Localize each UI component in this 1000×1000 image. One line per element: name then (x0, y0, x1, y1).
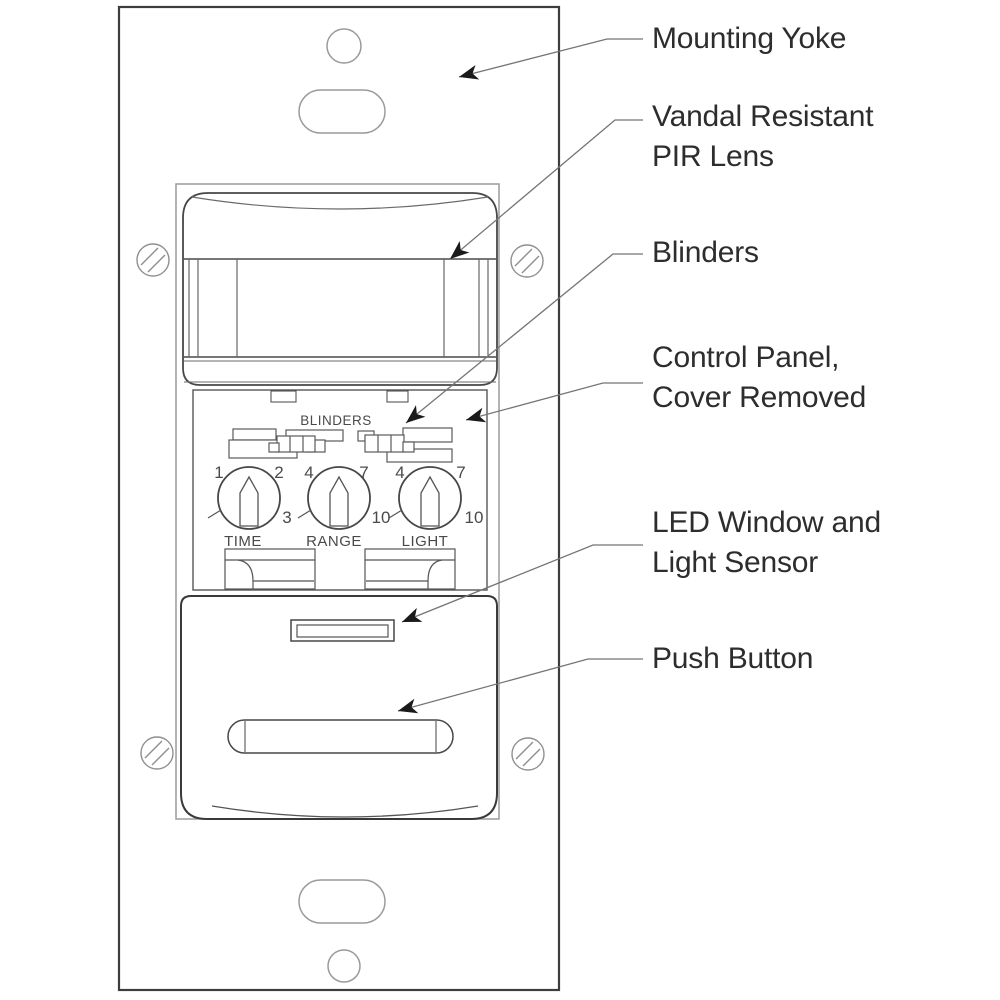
callout-line: Mounting Yoke (652, 22, 847, 55)
callout-line: LED Window and (652, 506, 881, 539)
leader-push-button (397, 658, 643, 712)
time-tick-2: 2 (274, 463, 283, 482)
screw-top-left-icon (136, 243, 170, 277)
blinders-slider-left[interactable] (228, 428, 344, 459)
callout-mounting-yoke: Mounting Yoke (652, 19, 846, 59)
callout-push-button: Push Button (652, 639, 813, 679)
connector-block-left (224, 548, 316, 590)
light-tick-1: 4 (395, 463, 404, 482)
leader-pir-lens (449, 119, 643, 260)
screw-top-right-icon (510, 244, 544, 278)
time-dial[interactable]: 1 2 3 TIME (207, 463, 292, 550)
blinders-label: BLINDERS (300, 413, 372, 428)
lens-housing-outline (182, 192, 498, 386)
mounting-screws (136, 243, 545, 771)
callout-line: Vandal Resistant (652, 100, 874, 133)
callout-line: Push Button (652, 642, 814, 675)
range-dial[interactable]: 4 7 10 RANGE (297, 463, 391, 550)
callout-line: Light Sensor (652, 546, 819, 579)
time-dial-tick (207, 509, 222, 519)
yoke-slot-bottom (298, 879, 386, 924)
light-sensor-window (296, 624, 389, 638)
light-dial-label: LIGHT (402, 533, 449, 550)
arrowhead-mounting-yoke-icon (459, 65, 480, 80)
callout-line: Cover Removed (652, 381, 867, 414)
callout-control-panel: Control Panel, Cover Removed (652, 338, 866, 418)
leader-mounting-yoke (458, 38, 643, 78)
panel-tab-right (386, 390, 409, 403)
time-tick-3: 3 (282, 508, 291, 527)
callout-line: PIR Lens (652, 140, 774, 173)
connector-block-right (364, 548, 456, 590)
arrowhead-blinders-icon (406, 405, 426, 423)
time-dial-label: TIME (224, 533, 262, 550)
leader-control-panel (465, 382, 643, 421)
bottom-cover (180, 595, 498, 820)
pir-lens (182, 192, 498, 386)
callout-line: Blinders (652, 236, 759, 269)
arrowhead-pir-lens-icon (450, 241, 470, 259)
callout-line: Control Panel, (652, 341, 840, 374)
callout-blinders: Blinders (652, 233, 759, 273)
leader-led-window (401, 544, 643, 623)
time-dial-pointer (239, 475, 259, 527)
yoke-slot-top (298, 89, 386, 134)
range-tick-1: 4 (304, 463, 313, 482)
leader-arrowheads (398, 65, 487, 714)
arrowhead-control-panel-icon (466, 407, 487, 423)
callout-pir-lens: Vandal Resistant PIR Lens (652, 97, 874, 177)
range-dial-pointer (329, 475, 349, 527)
leader-blinders (405, 253, 643, 424)
push-button[interactable] (227, 719, 454, 754)
yoke-screw-hole-bottom (327, 949, 361, 983)
arrowhead-led-window-icon (402, 607, 423, 622)
callout-led-window: LED Window and Light Sensor (652, 503, 881, 583)
light-dial-tick (388, 509, 403, 519)
blinders-slider-right[interactable] (357, 427, 453, 463)
screw-bottom-right-icon (511, 737, 545, 771)
time-tick-1: 1 (214, 463, 223, 482)
screw-bottom-left-icon (140, 736, 174, 770)
push-button-outline[interactable] (227, 719, 454, 754)
panel-tab-left (270, 390, 297, 403)
control-panel: BLINDERS 1 2 3 (192, 389, 488, 591)
light-dial-pointer (420, 475, 440, 527)
lens-top-curve (191, 196, 489, 210)
range-dial-label: RANGE (306, 533, 362, 550)
leader-lines (397, 38, 643, 712)
cover-bottom-curve (211, 805, 479, 818)
light-tick-2: 7 (456, 463, 465, 482)
range-dial-tick (297, 509, 312, 519)
range-tick-3: 10 (372, 508, 391, 527)
light-tick-3: 10 (465, 508, 484, 527)
yoke-screw-hole-top (326, 28, 362, 64)
light-dial[interactable]: 4 7 10 LIGHT (388, 463, 484, 550)
range-tick-2: 7 (359, 463, 368, 482)
arrowhead-push-button-icon (398, 698, 419, 714)
bottom-cover-outline (180, 595, 498, 820)
lens-window-ribs (188, 259, 489, 357)
